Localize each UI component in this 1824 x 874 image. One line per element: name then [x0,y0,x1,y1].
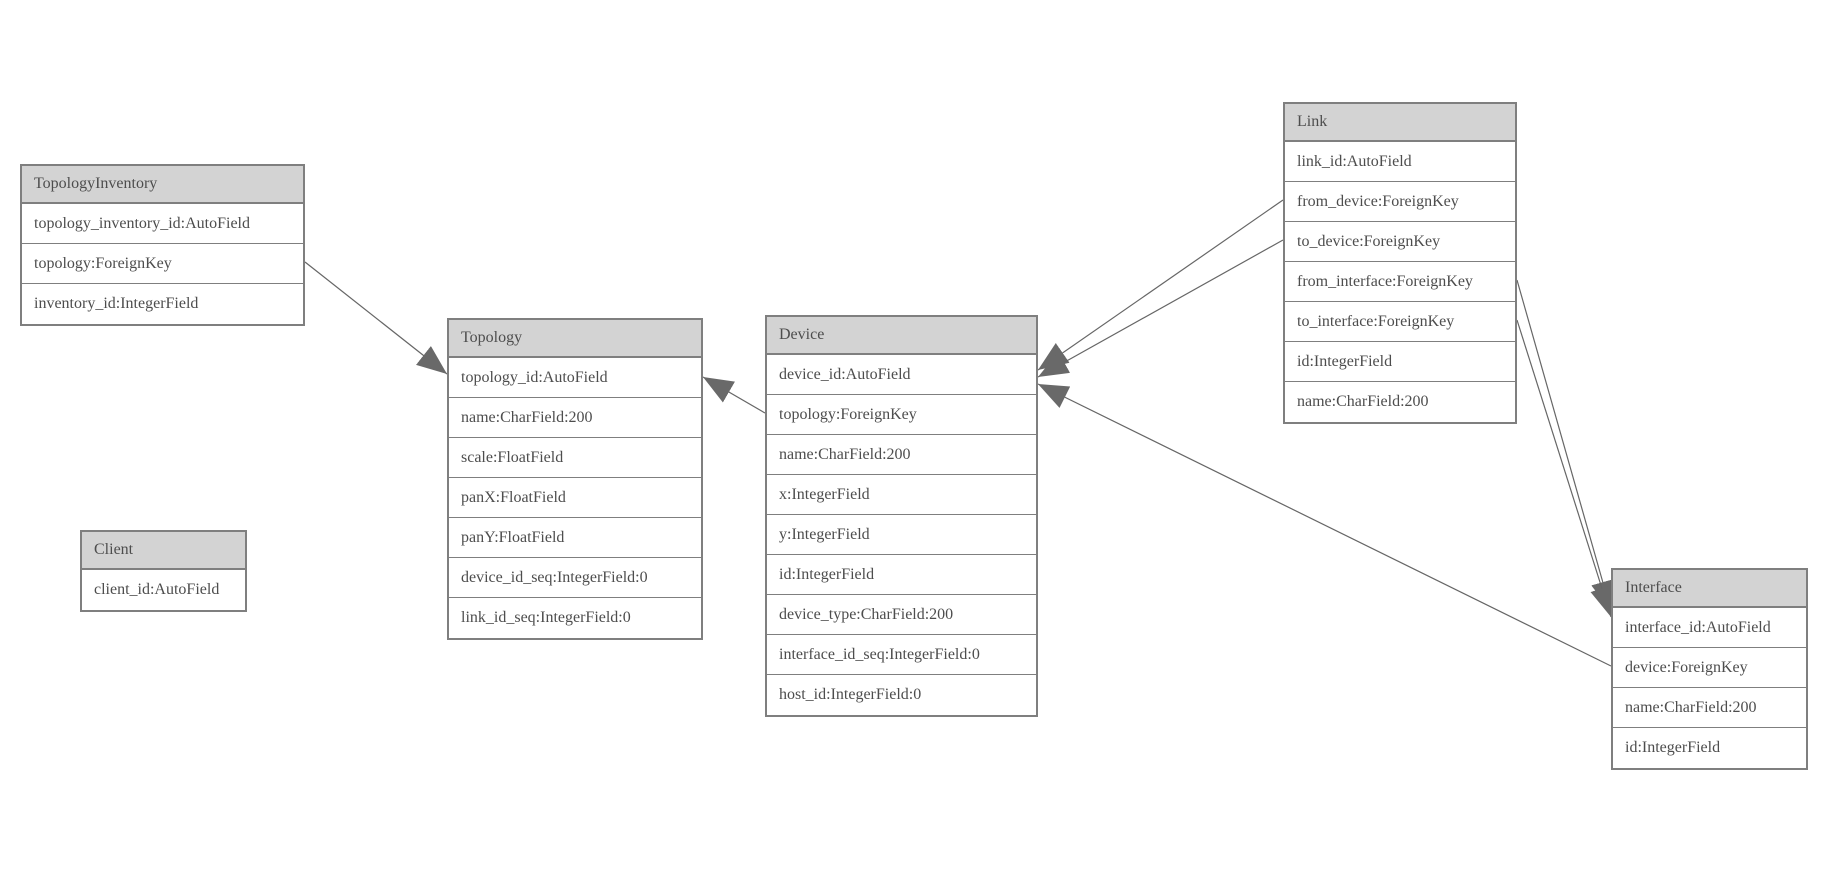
field-row: name:CharField:200 [449,398,701,438]
field-row: device_id_seq:IntegerField:0 [449,558,701,598]
field-row: panY:FloatField [449,518,701,558]
field-row: name:CharField:200 [767,435,1036,475]
field-row: client_id:AutoField [82,570,245,610]
field-row: device_id:AutoField [767,355,1036,395]
field-row: id:IntegerField [1285,342,1515,382]
field-row: interface_id_seq:IntegerField:0 [767,635,1036,675]
field-row: inventory_id:IntegerField [22,284,303,324]
field-row: name:CharField:200 [1285,382,1515,422]
field-row: topology_inventory_id:AutoField [22,204,303,244]
relation-link-from_device [1037,199,1284,371]
field-row: to_interface:ForeignKey [1285,302,1515,342]
field-row: link_id_seq:IntegerField:0 [449,598,701,638]
relation-device-topology [702,376,766,414]
field-row: id:IntegerField [1613,728,1806,768]
field-row: link_id:AutoField [1285,142,1515,182]
table-title: Link [1285,104,1515,142]
field-row: interface_id:AutoField [1613,608,1806,648]
relation-link-to_interface [1516,319,1614,618]
field-row: from_interface:ForeignKey [1285,262,1515,302]
table-title: Topology [449,320,701,358]
field-row: from_device:ForeignKey [1285,182,1515,222]
field-row: topology:ForeignKey [22,244,303,284]
relation-link-from_interface [1516,279,1615,612]
field-row: topology_id:AutoField [449,358,701,398]
field-row: x:IntegerField [767,475,1036,515]
field-row: scale:FloatField [449,438,701,478]
field-row: to_device:ForeignKey [1285,222,1515,262]
table-title: Interface [1613,570,1806,608]
relation-interface-device [1037,383,1612,667]
field-row: host_id:IntegerField:0 [767,675,1036,715]
field-row: name:CharField:200 [1613,688,1806,728]
relation-link-to_device [1037,239,1284,378]
field-row: device:ForeignKey [1613,648,1806,688]
table-title: Client [82,532,245,570]
relation-topologyinventory-topology [304,261,448,375]
field-row: id:IntegerField [767,555,1036,595]
field-row: panX:FloatField [449,478,701,518]
field-row: y:IntegerField [767,515,1036,555]
table-title: Device [767,317,1036,355]
table-title: TopologyInventory [22,166,303,204]
field-row: topology:ForeignKey [767,395,1036,435]
field-row: device_type:CharField:200 [767,595,1036,635]
